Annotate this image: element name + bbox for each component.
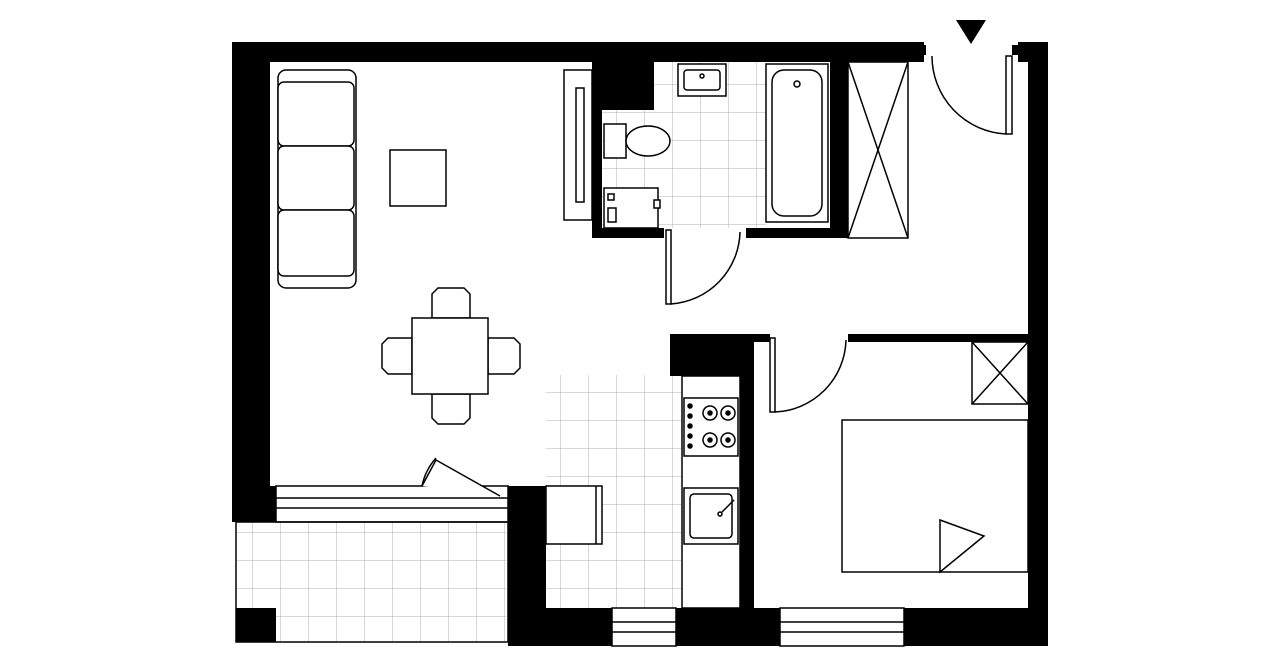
kitchen xyxy=(545,375,741,609)
balcony-door[interactable] xyxy=(421,457,501,497)
sofa xyxy=(277,69,357,289)
chair xyxy=(487,337,521,375)
door-post-right xyxy=(1012,45,1018,55)
kitchen-window xyxy=(611,607,677,647)
balcony-outline xyxy=(235,521,509,643)
wall-bath-notch xyxy=(592,62,654,110)
wardrobe xyxy=(847,61,909,239)
entrance-door[interactable] xyxy=(931,55,1013,135)
balcony-floor xyxy=(236,522,506,642)
windows xyxy=(275,485,905,647)
toilet xyxy=(603,123,671,159)
sink xyxy=(677,63,727,97)
door-jamb-bedroom xyxy=(754,334,770,342)
kitchen-sink xyxy=(683,487,739,545)
coffee-table xyxy=(389,149,447,207)
living-window xyxy=(275,485,509,523)
wall-bath-left xyxy=(592,62,602,238)
wall-bath-right xyxy=(830,62,848,238)
wall-bottom-mid xyxy=(676,608,780,646)
bathtub xyxy=(765,63,829,223)
stove xyxy=(683,397,739,457)
bathroom-door[interactable] xyxy=(665,229,741,305)
dining-set xyxy=(381,287,521,425)
wall-kitchen-bedroom xyxy=(740,334,754,646)
bedroom-wardrobe xyxy=(971,341,1029,405)
chair xyxy=(381,337,413,375)
wall-bath-bottom-right xyxy=(746,228,840,238)
hallway xyxy=(847,61,909,239)
double-bed xyxy=(841,419,1029,574)
wall-balcony-corner xyxy=(236,608,276,642)
wall-top-left xyxy=(232,42,924,62)
wall-bath-bottom-left xyxy=(592,228,664,238)
wall-bottom-right xyxy=(904,608,1048,646)
tv-unit xyxy=(563,69,593,221)
doors xyxy=(421,55,1013,497)
wall-right xyxy=(1028,42,1048,646)
walls xyxy=(232,42,1048,646)
bedroom-door[interactable] xyxy=(769,337,847,413)
bedroom-window xyxy=(779,607,905,647)
chair xyxy=(431,393,471,425)
bathroom xyxy=(603,63,829,229)
washing-machine xyxy=(603,187,661,229)
wall-bedroom-top xyxy=(848,334,1038,342)
fridge xyxy=(545,485,603,545)
living-room xyxy=(277,69,593,425)
wall-kitchen-left xyxy=(508,486,546,646)
wall-left xyxy=(232,42,270,490)
chair xyxy=(431,287,471,319)
dining-table xyxy=(411,317,489,395)
door-post-left xyxy=(920,45,926,55)
wall-left-lower xyxy=(232,486,276,522)
bedroom xyxy=(841,341,1029,574)
triangle-down-icon xyxy=(956,20,986,44)
